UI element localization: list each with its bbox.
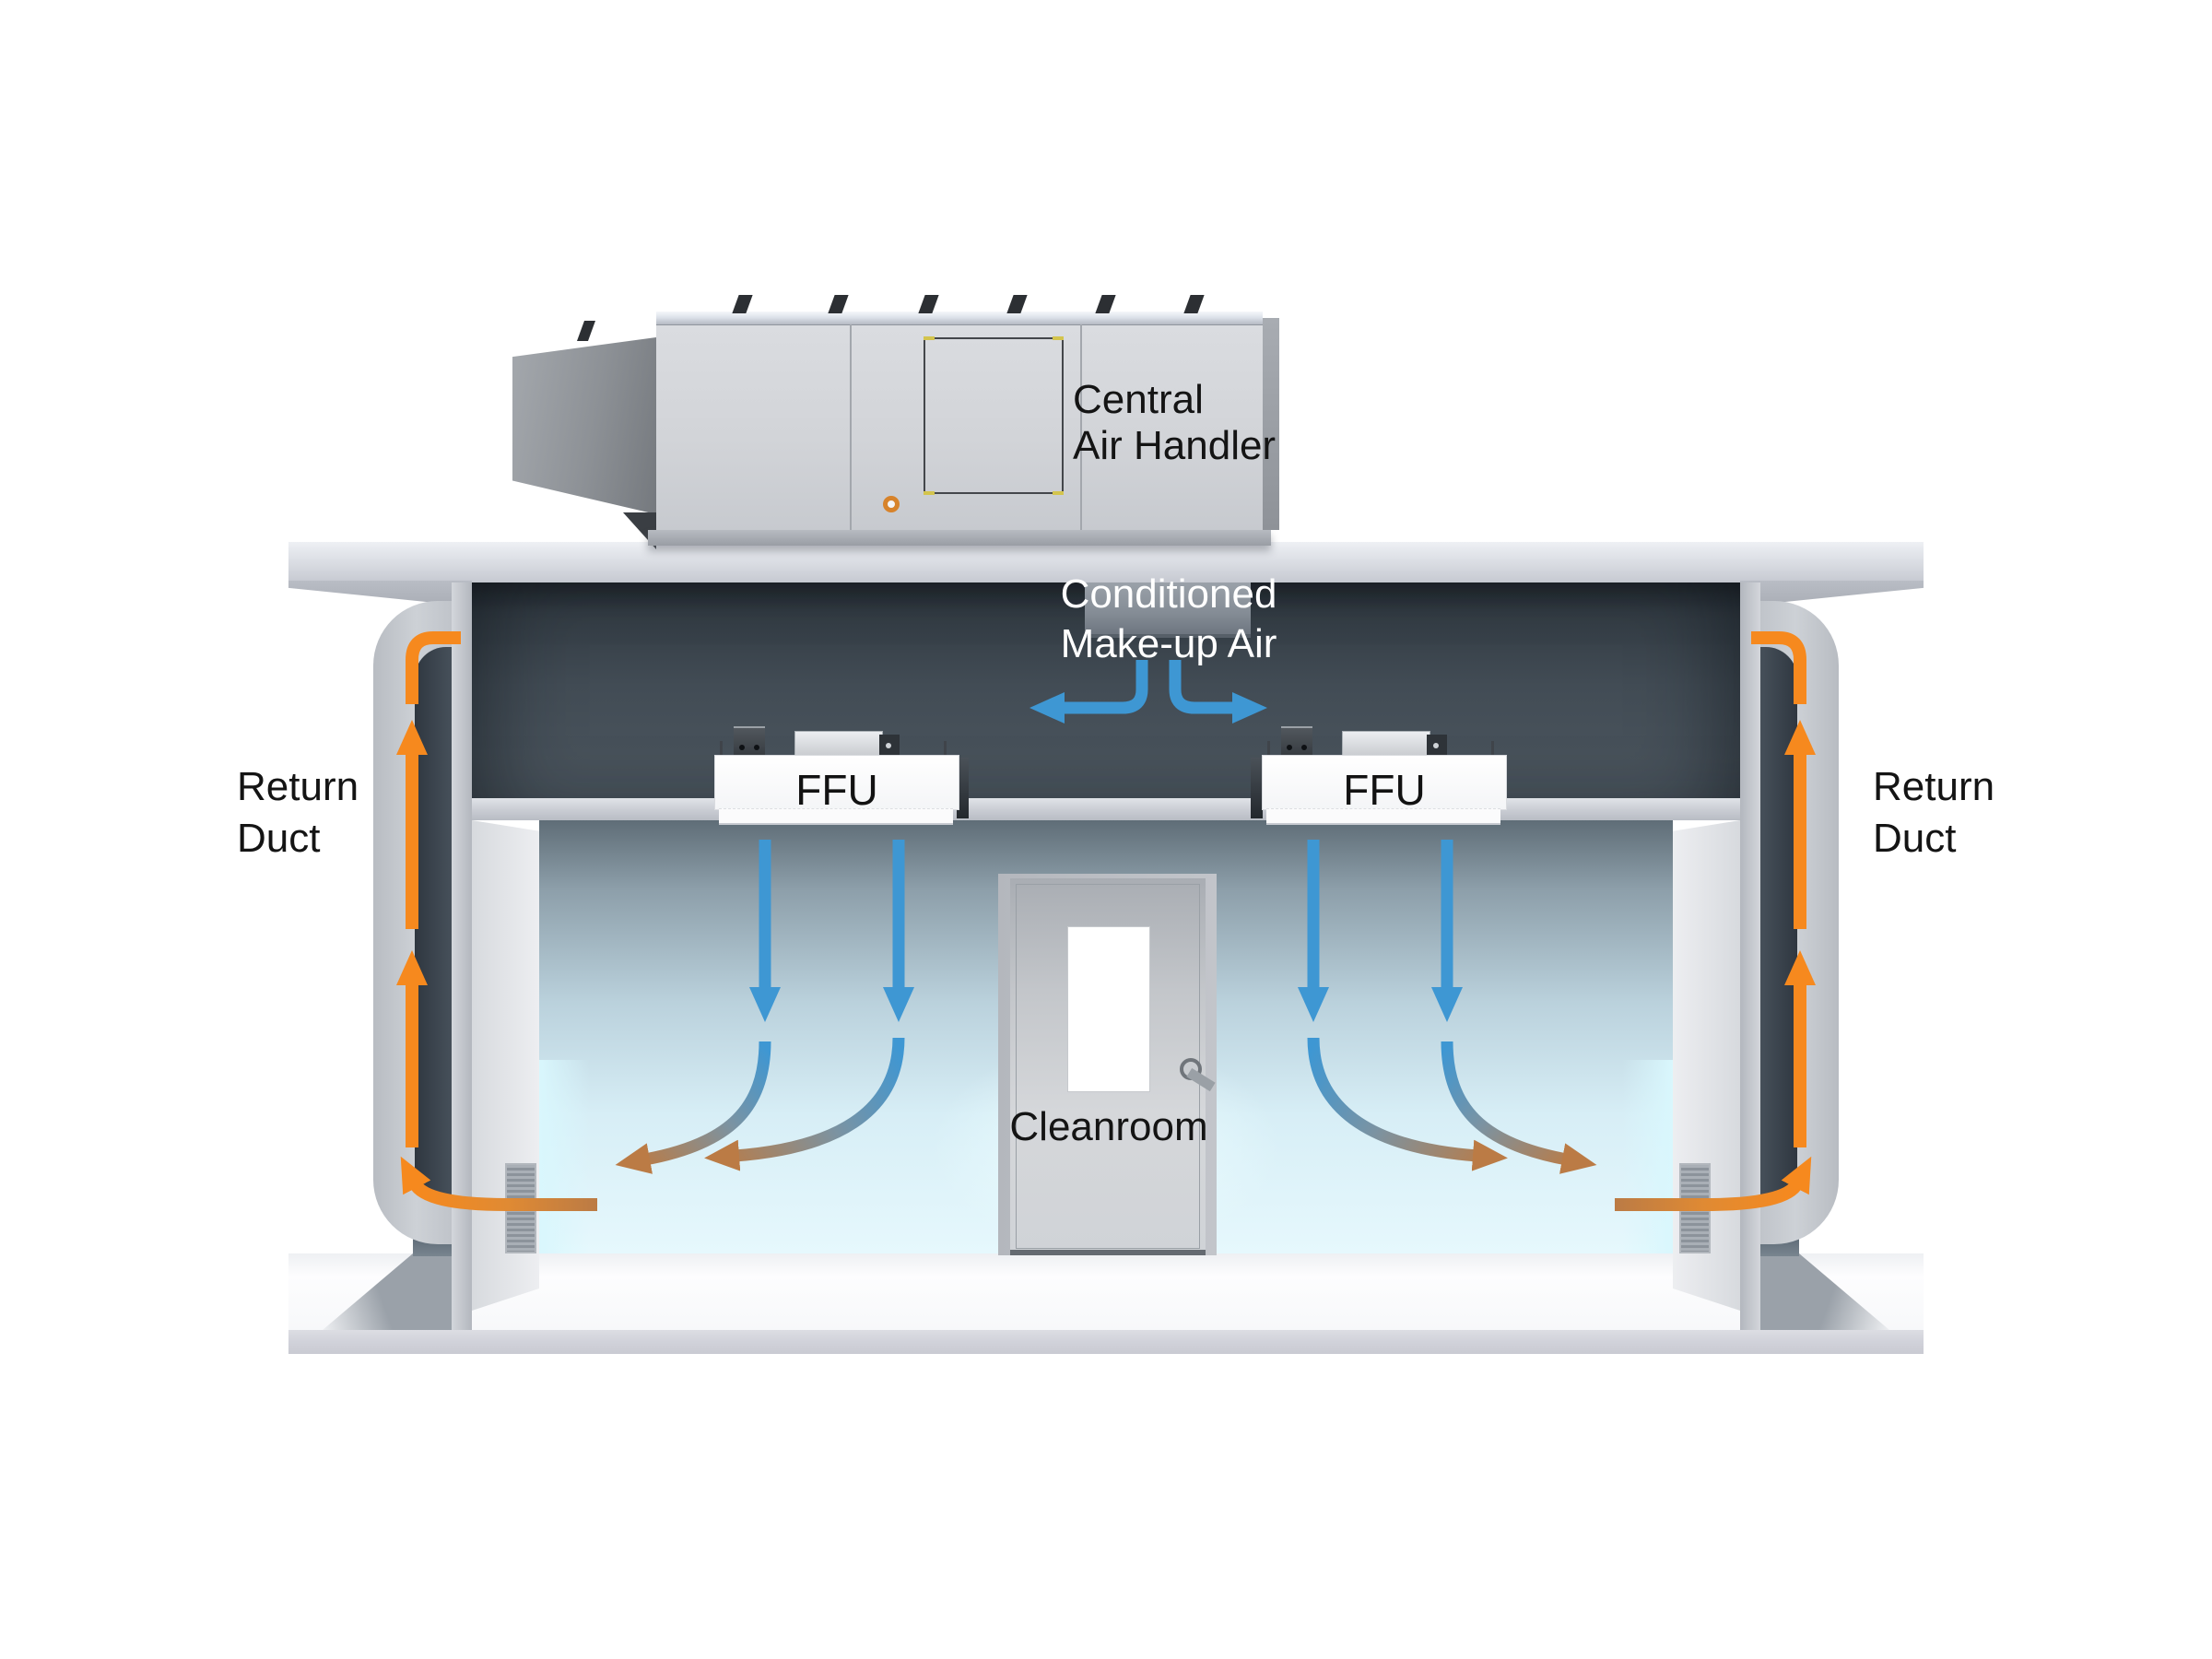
return-duct-label-left: Return Duct (237, 764, 359, 861)
laminar-sweep-arrows (615, 1037, 1597, 1174)
makeup-air-label-line2: Make-up Air (1060, 621, 1277, 666)
ffu-left: FFU (714, 755, 959, 814)
ffu-right-label: FFU (1343, 766, 1426, 814)
air-handler-seam (850, 324, 852, 530)
grille-entry-left (400, 1156, 597, 1211)
air-handler-label-line2: Air Handler (1073, 423, 1277, 468)
ffu-right-filter-face (1266, 808, 1500, 825)
wall-glow-left (539, 1060, 590, 1253)
supply-down-arrows (749, 840, 1463, 1022)
air-handler-intake-hood (512, 337, 656, 514)
air-handler-label-line1: Central (1073, 377, 1204, 422)
floor-slab (288, 1330, 1924, 1354)
makeup-air-label: Conditioned Make-up Air (984, 570, 1353, 669)
air-handler-port (883, 496, 900, 512)
duct-top-curve-left (406, 631, 461, 704)
wall-glow-right (1622, 1060, 1673, 1253)
makeup-air-arrows (1030, 660, 1267, 724)
return-duct-label-right: Return Duct (1873, 764, 1995, 861)
ffu-left-conduit2 (944, 741, 947, 756)
ffu-left-filter-face (719, 808, 953, 825)
supply-duct-drop (1085, 582, 1251, 638)
makeup-arrow-left (1030, 660, 1148, 724)
return-air-arrows (396, 631, 1816, 1211)
ffu-left-label: FFU (795, 766, 878, 814)
ffu-left-junction-box (879, 735, 900, 758)
air-handler-access-panel (924, 336, 1064, 495)
air-handler-top-rail (656, 312, 1263, 325)
grille-entry-right (1615, 1156, 1812, 1211)
air-handler-unit (656, 324, 1263, 530)
ffu-right-conduit (1267, 741, 1270, 756)
ffu-left-conduit (720, 741, 723, 756)
ffu-right-side (1251, 758, 1263, 818)
ffu-left-side (957, 758, 969, 818)
air-handler-seam2 (1080, 324, 1082, 530)
ffu-right-junction-box (1427, 735, 1447, 758)
air-handler-base (648, 530, 1271, 546)
floor (288, 1253, 1924, 1330)
left-wall (452, 582, 472, 1330)
duct-top-curve-right (1751, 631, 1806, 704)
air-handler-label: Central Air Handler (1073, 377, 1276, 469)
ceiling-grid (472, 798, 1740, 820)
makeup-arrow-right (1169, 660, 1267, 724)
ffu-right-conduit2 (1491, 741, 1494, 756)
ffu-right-motor-box (1281, 726, 1312, 759)
air-handler-side (1263, 318, 1279, 530)
right-wall (1740, 582, 1760, 1330)
door-window (1067, 926, 1150, 1092)
ffu-right-plenum-box (1342, 731, 1430, 759)
door-sill (1010, 1250, 1206, 1255)
ffu-left-motor-box (734, 726, 765, 759)
makeup-air-label-line1: Conditioned (1060, 571, 1277, 617)
cleanroom-label: Cleanroom (1009, 1104, 1208, 1149)
